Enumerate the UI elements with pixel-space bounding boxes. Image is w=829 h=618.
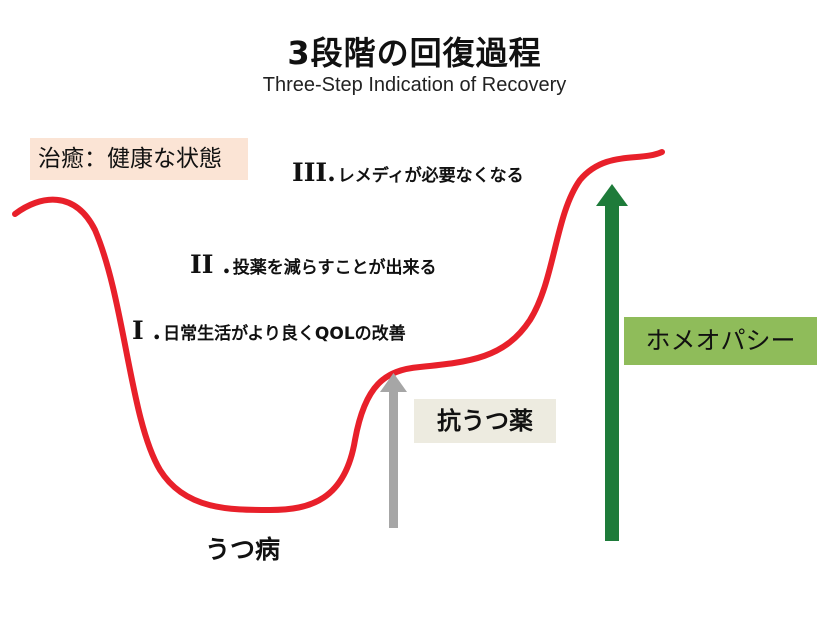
diagram-subtitle: Three-Step Indication of Recovery — [262, 74, 567, 96]
homeopathy-arrow — [596, 184, 628, 541]
antidepressant-arrow — [380, 373, 407, 528]
diagram-title: 3段階の回復過程 — [287, 34, 542, 72]
step-1-numeral: I . — [132, 316, 162, 345]
homeopathy-label: ホメオパシー — [624, 317, 817, 365]
step-3-numeral: III. — [292, 158, 336, 187]
cure-state-label: 治癒：健康な状態 — [30, 138, 248, 180]
step-1-label: I .日常生活がより良くQOLの改善 — [132, 316, 406, 345]
step-3-label: III.レメディが必要なくなる — [292, 158, 524, 187]
step-3-text: レメディが必要なくなる — [337, 166, 524, 186]
step-2-label: II .投薬を減らすことが出来る — [190, 250, 436, 279]
step-2-numeral: II . — [190, 250, 231, 279]
antidepressant-label: 抗うつ薬 — [414, 399, 556, 443]
recovery-curve — [12, 149, 665, 513]
depression-label: うつ病 — [205, 535, 281, 564]
step-2-text: 投薬を減らすことが出来る — [232, 258, 437, 278]
step-1-text: 日常生活がより良くQOLの改善 — [163, 324, 406, 344]
